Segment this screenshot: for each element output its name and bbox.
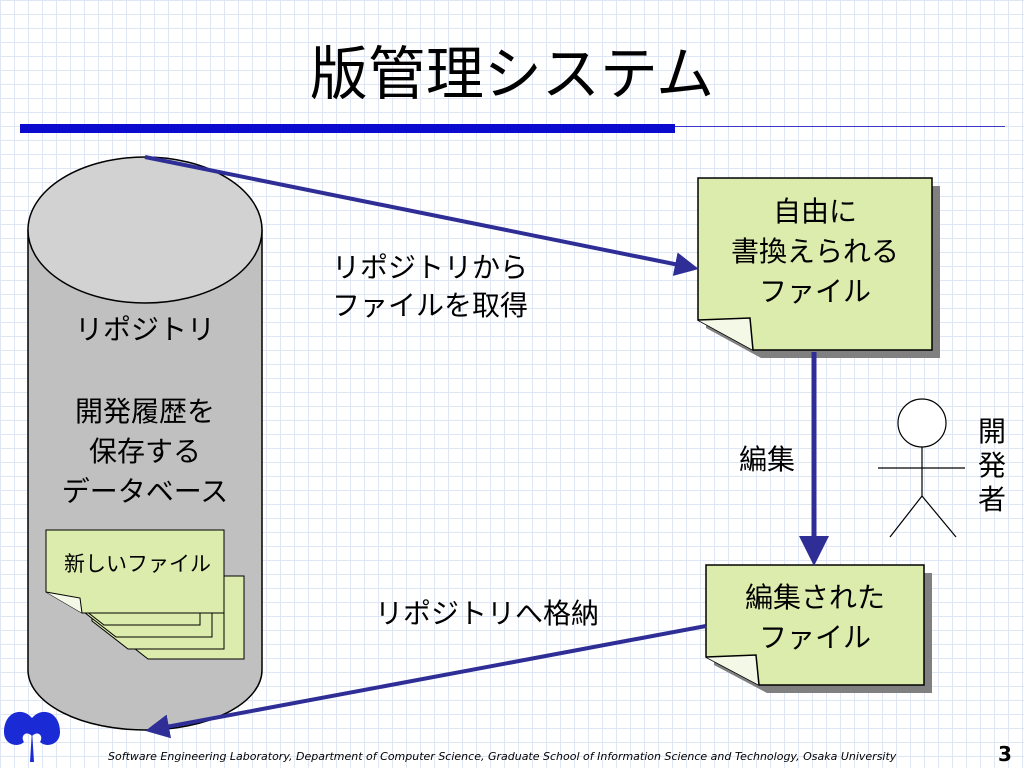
editable-file-line: 書換えられる [730,235,899,268]
osaka-university-logo-icon [4,711,60,762]
repository-name: リポジトリ [74,313,215,346]
checkout-label-line: リポジトリから [331,251,528,284]
edited-file-line: ファイル [758,621,871,654]
editable-file-line: ファイル [758,275,871,308]
editable-file-line: 自由に [772,195,857,228]
stick-figure-icon [878,398,965,538]
new-file-label: 新しいファイル [64,552,211,576]
developer-label-char: 発 [977,449,1006,482]
edited-file-note [705,564,932,693]
repository-desc-line: データベース [61,475,229,508]
repository-desc-line: 開発履歴を [74,395,215,428]
checkout-arrow [144,155,699,276]
top-file [45,529,225,614]
developer-label-char: 者 [977,483,1006,516]
editable-file-note [697,177,940,358]
title-underline-thin [675,126,1005,127]
commit-label: リポジトリへ格納 [374,597,599,630]
slide-title: 版管理システム [309,40,715,108]
developer-label-char: 開 [977,415,1006,448]
commit-arrow [145,624,707,739]
new-file-stack [45,529,245,660]
edit-label: 編集 [738,443,795,476]
checkout-label-line: ファイルを取得 [331,289,528,322]
page-number: 3 [998,742,1012,766]
repository-desc-line: 保存する [88,435,201,468]
edited-file-line: 編集された [744,581,885,614]
title-underline [20,124,675,133]
footer-text: Software Engineering Laboratory, Departm… [108,750,897,763]
